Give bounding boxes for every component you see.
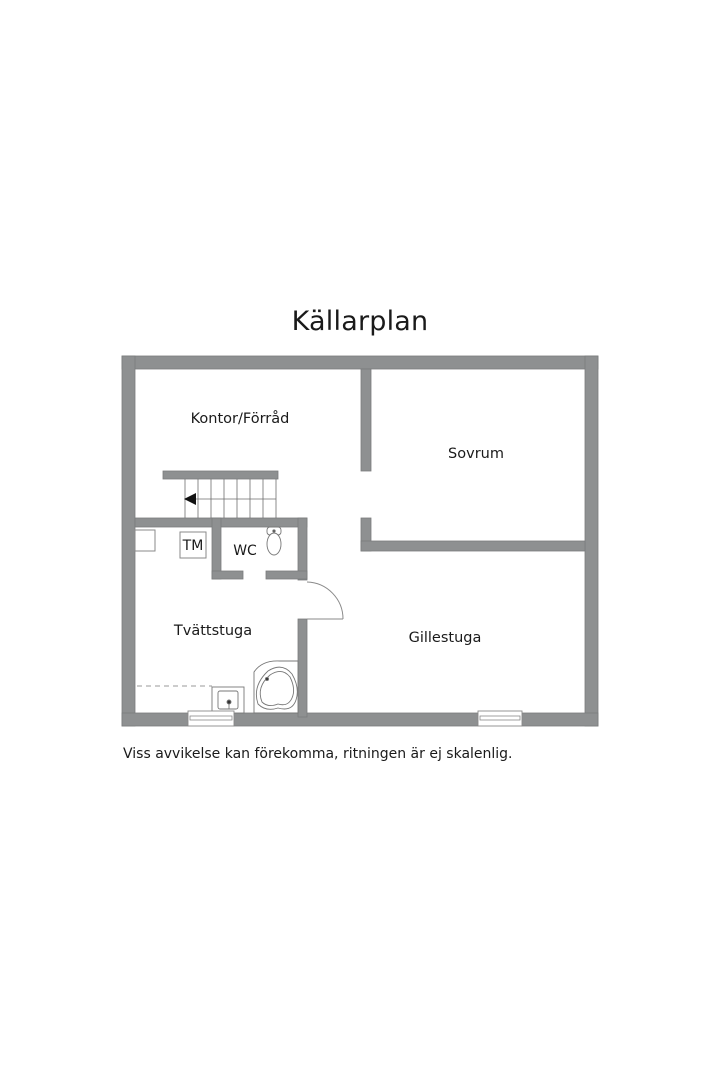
wall-tvatt-gillestuga <box>297 618 308 718</box>
wall-top <box>121 355 599 370</box>
room-label-sovrum: Sovrum <box>448 446 504 462</box>
room-label-tvattstuga: Tvättstuga <box>173 623 252 639</box>
wall-wc-bottom-right <box>265 570 308 580</box>
wall-bottom-right <box>521 712 599 727</box>
wall-wc-left <box>211 517 222 580</box>
cabinet-box <box>134 529 156 552</box>
washing-machine-box <box>179 531 207 559</box>
toilet-icon <box>266 526 282 556</box>
room-label-kontor: Kontor/Förråd <box>191 410 290 427</box>
room-label-gillestuga: Gillestuga <box>409 630 482 646</box>
wall-bottom-left <box>121 712 189 727</box>
stair-rail <box>162 470 279 480</box>
walls <box>121 355 599 727</box>
sink-icon <box>211 686 245 714</box>
wall-left <box>121 355 136 727</box>
door-swing <box>306 581 344 620</box>
stair-arrow-icon <box>184 493 196 505</box>
disclaimer-text: Viss avvikelse kan förekomma, ritningen … <box>123 746 513 762</box>
wall-right <box>584 355 599 727</box>
window-right <box>477 710 523 727</box>
wall-bottom-mid <box>233 712 479 727</box>
wall-kontor-sovrum <box>360 368 372 472</box>
washing-machine-label: TM <box>182 538 204 554</box>
stairs <box>184 479 277 518</box>
wall-wc-bottom-left <box>211 570 244 580</box>
bathtub-icon <box>253 660 299 714</box>
window-left <box>187 710 235 727</box>
room-label-wc: WC <box>233 543 257 559</box>
wall-wc-right <box>297 517 308 581</box>
wall-sovrum-gillestuga <box>360 540 586 552</box>
plan-title: Källarplan <box>291 306 429 337</box>
